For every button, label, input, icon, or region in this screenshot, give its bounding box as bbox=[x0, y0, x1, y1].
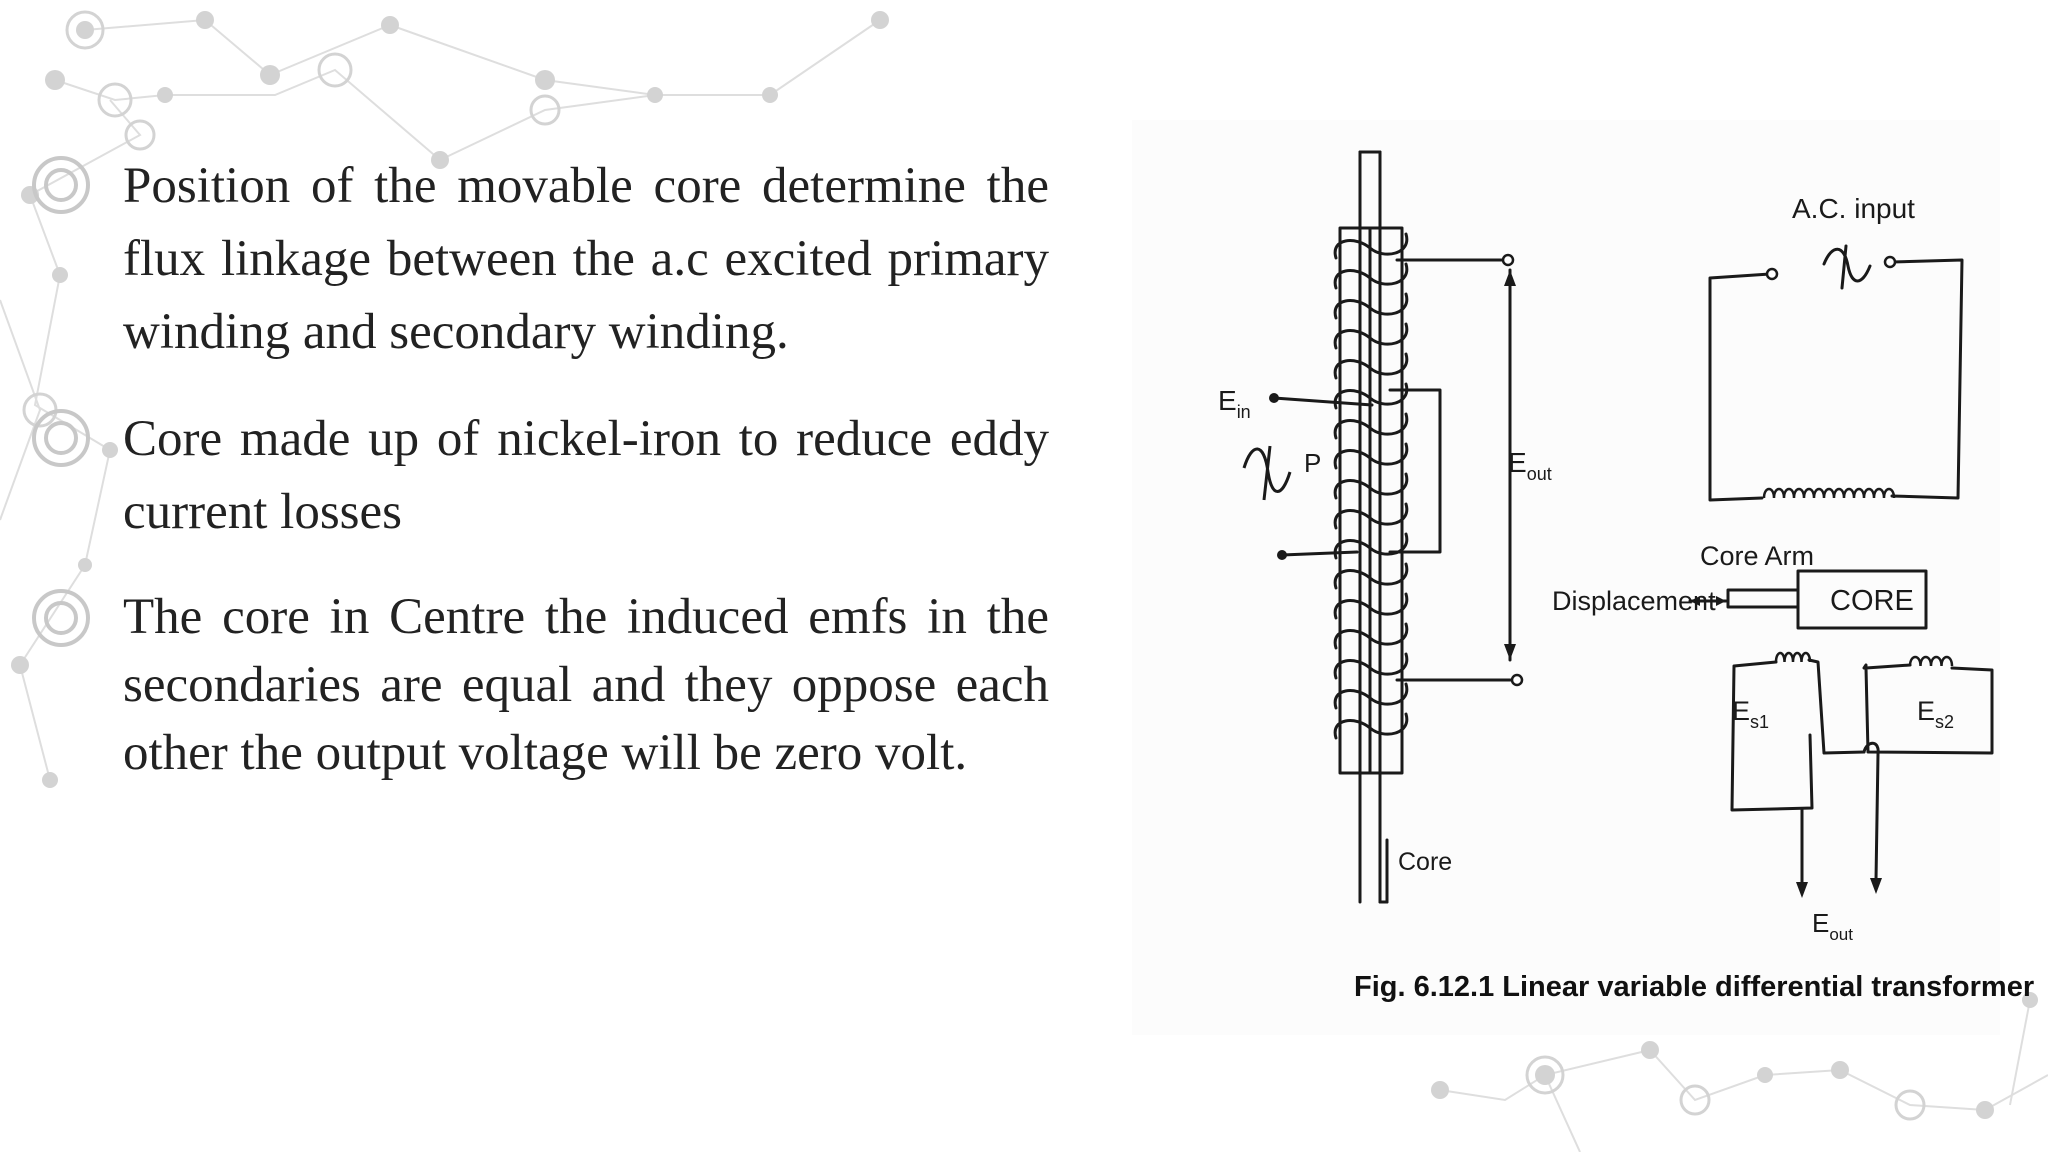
es1-loop bbox=[1730, 660, 1814, 812]
displacement-label: Displacement bbox=[1552, 586, 1716, 616]
es1-coil bbox=[1774, 651, 1812, 663]
coil-turn bbox=[1333, 262, 1409, 290]
eout-terminal-top bbox=[1501, 253, 1515, 267]
coil-turn bbox=[1333, 232, 1409, 260]
ein-label: Ein bbox=[1218, 385, 1251, 422]
figure-caption: Fig. 6.12.1 Linear variable differential… bbox=[1354, 971, 2034, 1003]
bullet-text: Position of the movable core determine t… bbox=[123, 158, 1049, 360]
coil-turn bbox=[1333, 712, 1409, 740]
ac-terminal-right bbox=[1883, 255, 1897, 269]
bullet-item: Core made up of nickel-iron to reduce ed… bbox=[32, 403, 1049, 549]
eout-right-arrow-left bbox=[1796, 882, 1808, 898]
es2-box bbox=[1864, 663, 1994, 755]
lvdt-diagram: A.C. input Ein P Eout Core Arm Displacem… bbox=[1218, 150, 2034, 1003]
primary-ac-coil bbox=[1762, 487, 1896, 499]
bullet-text: Core made up of nickel-iron to reduce ed… bbox=[123, 411, 1049, 540]
ein-terminal-top bbox=[1269, 393, 1279, 403]
coil-turn bbox=[1333, 412, 1409, 440]
primary-lead-bottom bbox=[1280, 550, 1359, 557]
core-label: Core bbox=[1398, 848, 1452, 876]
core-box bbox=[1796, 569, 1928, 630]
ac-sine-axis bbox=[1840, 244, 1848, 290]
coil-turn bbox=[1333, 682, 1409, 710]
coil-turn bbox=[1333, 502, 1409, 530]
coil-turn bbox=[1333, 592, 1409, 620]
coil-turn bbox=[1333, 382, 1409, 410]
primary-label: P bbox=[1304, 448, 1321, 478]
ac-loop-left bbox=[1708, 272, 1772, 502]
bullet-list: Position of the movable core determine t… bbox=[32, 150, 1049, 821]
coil-turn bbox=[1333, 532, 1409, 560]
core-arm-label: Core Arm bbox=[1700, 541, 1814, 571]
coil-turn bbox=[1333, 622, 1409, 650]
target-bullet-icon bbox=[32, 156, 90, 214]
bullet-item: Position of the movable core determine t… bbox=[32, 150, 1049, 369]
coil-turn bbox=[1333, 652, 1409, 680]
es2-coil bbox=[1908, 655, 1954, 667]
core-rod bbox=[1358, 150, 1389, 904]
ac-input-label: A.C. input bbox=[1792, 193, 1915, 224]
bullet-text: The core in Centre the induced emfs in t… bbox=[123, 589, 1049, 781]
es1-return bbox=[1807, 658, 1866, 755]
core-box-label: CORE bbox=[1830, 585, 1914, 617]
coil-turn bbox=[1333, 442, 1409, 470]
eout-arrow-head-top bbox=[1504, 270, 1516, 286]
bullet-item: The core in Centre the induced emfs in t… bbox=[32, 583, 1049, 787]
target-bullet-icon bbox=[32, 589, 90, 647]
coil-former bbox=[1338, 226, 1404, 775]
displacement-arrow-left bbox=[1690, 596, 1700, 606]
eout-arrow-head-bottom bbox=[1504, 644, 1516, 660]
core-arm bbox=[1726, 588, 1800, 609]
lvdt-figure: A.C. input Ein P Eout Core Arm Displacem… bbox=[1132, 120, 2034, 1035]
secondary-link-loop bbox=[1388, 388, 1442, 554]
es2-loop bbox=[1862, 663, 1868, 670]
coil-turn bbox=[1333, 352, 1409, 380]
coil-turn bbox=[1333, 322, 1409, 350]
coil-turn bbox=[1333, 562, 1409, 590]
primary-lead-top bbox=[1272, 396, 1374, 407]
eout-right-label: Eout bbox=[1812, 908, 1853, 944]
ac-sine-icon bbox=[1822, 247, 1872, 283]
displacement-arrow-right bbox=[1716, 596, 1726, 606]
coil-turn bbox=[1333, 292, 1409, 320]
crossover bbox=[1862, 741, 1880, 882]
es2-label: Es2 bbox=[1917, 696, 1954, 732]
winding-coils bbox=[1333, 232, 1409, 740]
coil-turn bbox=[1333, 472, 1409, 500]
es1-label: Es1 bbox=[1732, 696, 1769, 732]
eout-terminal-bottom bbox=[1510, 673, 1524, 687]
ein-terminal-bottom bbox=[1277, 550, 1287, 560]
eout-right-arrow-right bbox=[1870, 878, 1882, 894]
eout-main-label: Eout bbox=[1508, 447, 1552, 484]
target-bullet-icon bbox=[32, 409, 90, 467]
ac-terminal-left bbox=[1765, 267, 1779, 281]
primary-sine-axis bbox=[1262, 445, 1272, 501]
ac-loop-right bbox=[1890, 258, 1964, 500]
